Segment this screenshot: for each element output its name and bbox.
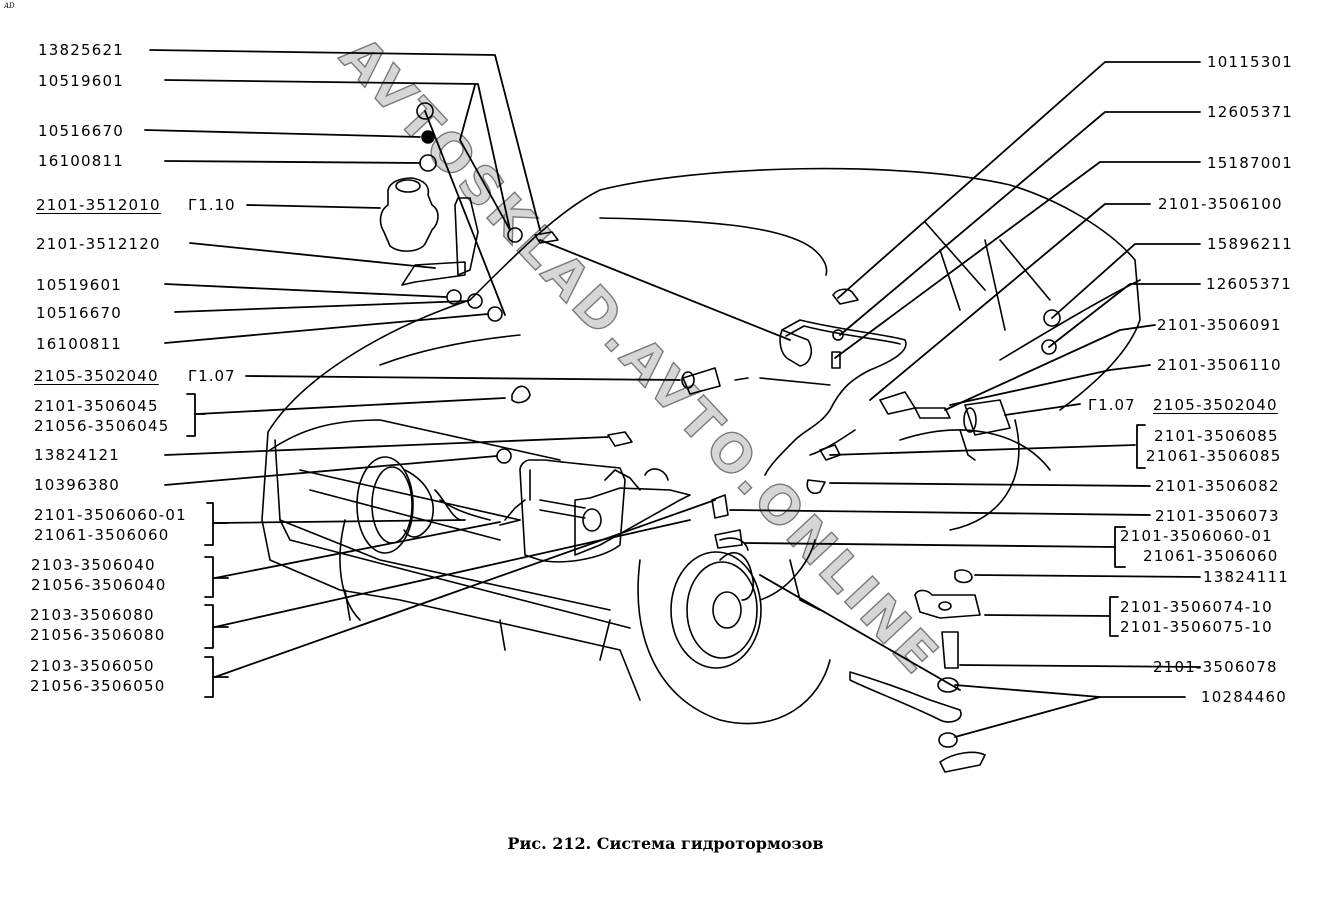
part-label-2101-3506074-10: 2101-3506074-10	[1120, 598, 1273, 616]
part-label-13824111: 13824111	[1203, 568, 1289, 586]
part-label-10516670-top: 10516670	[38, 122, 124, 140]
part-label-2101-3506100: 2101-3506100	[1158, 195, 1283, 213]
label-brackets-right	[1109, 424, 1146, 637]
part-label-10519601-mid: 10519601	[36, 276, 122, 294]
figure-caption: Рис. 212. Система гидротормозов	[507, 834, 824, 853]
part-label-2101-3506078: 2101-3506078	[1153, 658, 1278, 676]
part-label-12605371-mid: 12605371	[1206, 275, 1292, 293]
part-label-2103-3506080: 2103-3506080	[30, 606, 155, 624]
part-label-2101-3506060-01-right: 2101-3506060-01	[1120, 527, 1273, 545]
part-label-13824121: 13824121	[34, 446, 120, 464]
part-label-15896211: 15896211	[1207, 235, 1293, 253]
part-label-12605371-top: 12605371	[1207, 103, 1293, 121]
rear-components	[711, 288, 1061, 549]
part-label-16100811-top: 16100811	[38, 152, 124, 170]
part-label-2105-3502040-left: 2105-3502040	[34, 367, 159, 385]
leader-lines-left	[144, 49, 791, 678]
part-label-10519601-top: 10519601	[38, 72, 124, 90]
fasteners-left	[416, 102, 749, 464]
part-label-10115301: 10115301	[1207, 53, 1293, 71]
part-label-2101-3512120: 2101-3512120	[36, 235, 161, 253]
part-label-2101-3506073: 2101-3506073	[1155, 507, 1280, 525]
part-label-2105-3502040-right: 2105-3502040	[1153, 396, 1278, 414]
part-label-2101-3506110: 2101-3506110	[1157, 356, 1282, 374]
brake-lines	[439, 319, 907, 551]
part-label-2101-3506085: 2101-3506085	[1154, 427, 1279, 445]
label-brackets-left	[186, 393, 229, 698]
part-label-10516670-mid: 10516670	[36, 304, 122, 322]
part-label-2101-3512010: 2101-3512010	[36, 196, 161, 214]
front-left-brake-disc	[356, 456, 461, 554]
master-cylinder	[504, 459, 691, 563]
part-label-21056-3506050: 21056-3506050	[30, 677, 166, 695]
page-ref-g107-left: Г1.07	[188, 367, 236, 385]
part-label-21056-3506080: 21056-3506080	[30, 626, 166, 644]
corner-mark: AD	[4, 2, 15, 10]
part-label-10284460: 10284460	[1201, 688, 1287, 706]
part-label-2101-3506075-10: 2101-3506075-10	[1120, 618, 1273, 636]
leader-lines-right	[729, 61, 1201, 738]
part-label-15187001: 15187001	[1207, 154, 1293, 172]
part-label-16100811-mid: 16100811	[36, 335, 122, 353]
part-label-21061-3506060-left: 21061-3506060	[34, 526, 170, 544]
pressure-regulator	[379, 177, 479, 286]
part-label-21061-3506085: 21061-3506085	[1146, 447, 1282, 465]
page-ref-g110: Г1.10	[188, 196, 236, 214]
part-label-2101-3506082: 2101-3506082	[1155, 477, 1280, 495]
part-label-2103-3506050: 2103-3506050	[30, 657, 155, 675]
part-label-21061-3506060-right: 21061-3506060	[1143, 547, 1279, 565]
front-right-brake-disc	[670, 551, 762, 669]
part-label-21056-3506040: 21056-3506040	[31, 576, 167, 594]
caliper-parts	[849, 569, 986, 773]
part-label-2103-3506040: 2103-3506040	[31, 556, 156, 574]
part-label-10396380: 10396380	[34, 476, 120, 494]
part-label-2101-3506045: 2101-3506045	[34, 397, 159, 415]
part-label-2101-3506060-01-left: 2101-3506060-01	[34, 506, 187, 524]
page-ref-g107-right: Г1.07	[1088, 396, 1136, 414]
car-body-outline	[261, 167, 1141, 725]
part-label-21056-3506045: 21056-3506045	[34, 417, 170, 435]
part-label-13825621: 13825621	[38, 41, 124, 59]
part-label-2101-3506091: 2101-3506091	[1157, 316, 1282, 334]
